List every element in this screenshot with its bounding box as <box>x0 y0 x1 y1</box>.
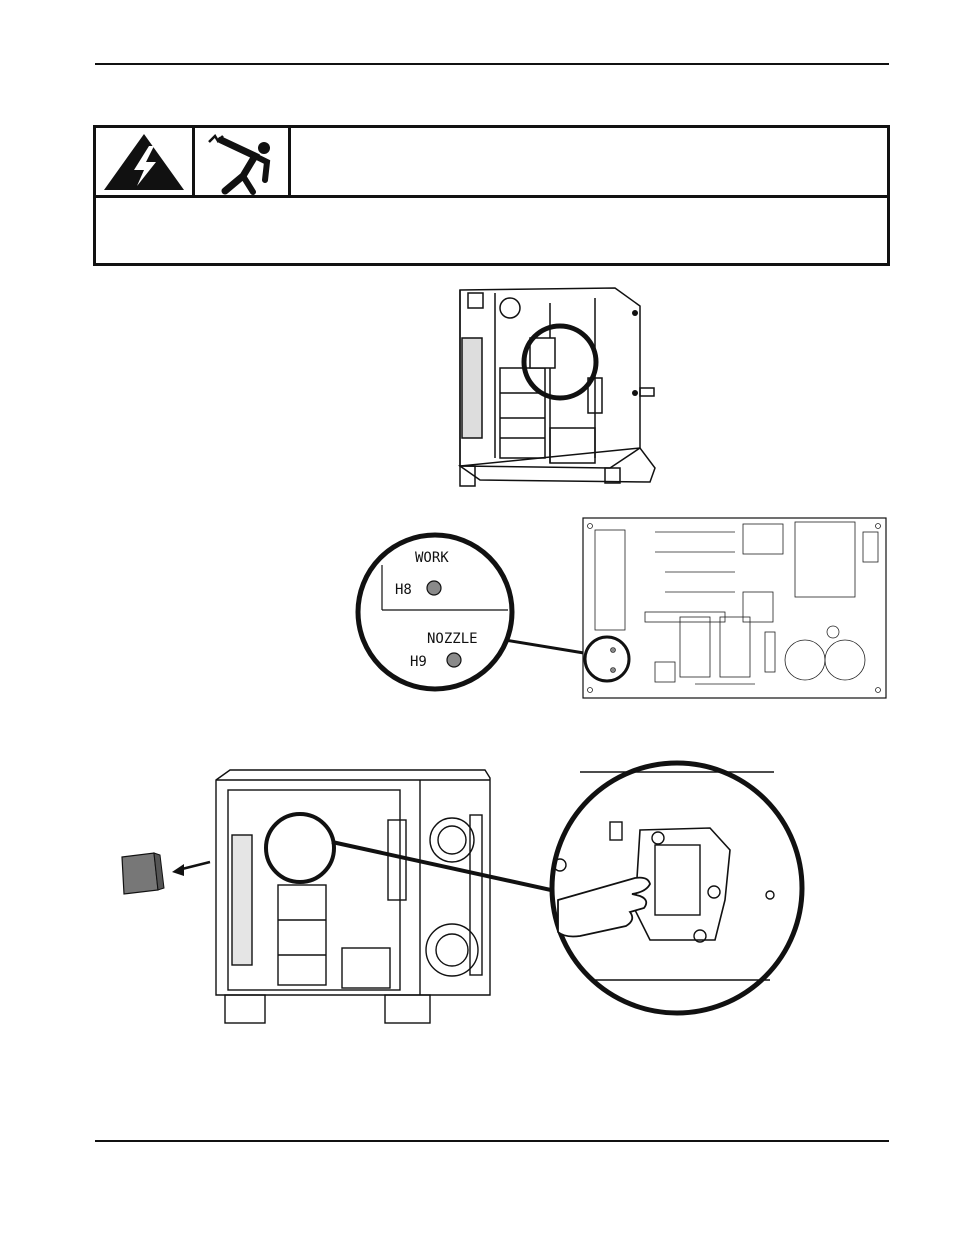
pcb-callout-figure: WORK H8 NOZZLE H9 <box>355 512 890 702</box>
high-voltage-triangle-icon <box>104 134 184 190</box>
warning-header <box>96 128 887 198</box>
work-pin-label: H8 <box>395 582 412 598</box>
footer-rule <box>95 1140 889 1142</box>
nozzle-label: NOZZLE <box>427 631 478 647</box>
pcb-drawing: WORK H8 NOZZLE H9 <box>355 517 887 699</box>
removed-cover-panel <box>121 852 165 895</box>
warning-box <box>93 125 890 266</box>
work-label: WORK <box>415 550 449 566</box>
h8-pin <box>426 580 442 596</box>
cover-removal-drawing <box>121 760 805 1024</box>
cover-removal-figure <box>110 760 810 1025</box>
h9-pin <box>446 652 462 668</box>
power-supply-unit <box>215 769 491 1024</box>
nozzle-pin-label: H9 <box>410 654 427 670</box>
high-voltage-icon-cell <box>96 128 195 195</box>
power-supply-interior-drawing <box>457 287 656 487</box>
hand-illustration <box>557 876 651 938</box>
electric-shock-person-icon <box>208 133 271 195</box>
magnified-detail <box>549 760 805 1016</box>
electric-shock-icon-cell <box>195 128 291 195</box>
power-supply-interior-figure <box>440 268 670 492</box>
header-rule <box>95 63 889 65</box>
pcb-board <box>582 517 887 699</box>
